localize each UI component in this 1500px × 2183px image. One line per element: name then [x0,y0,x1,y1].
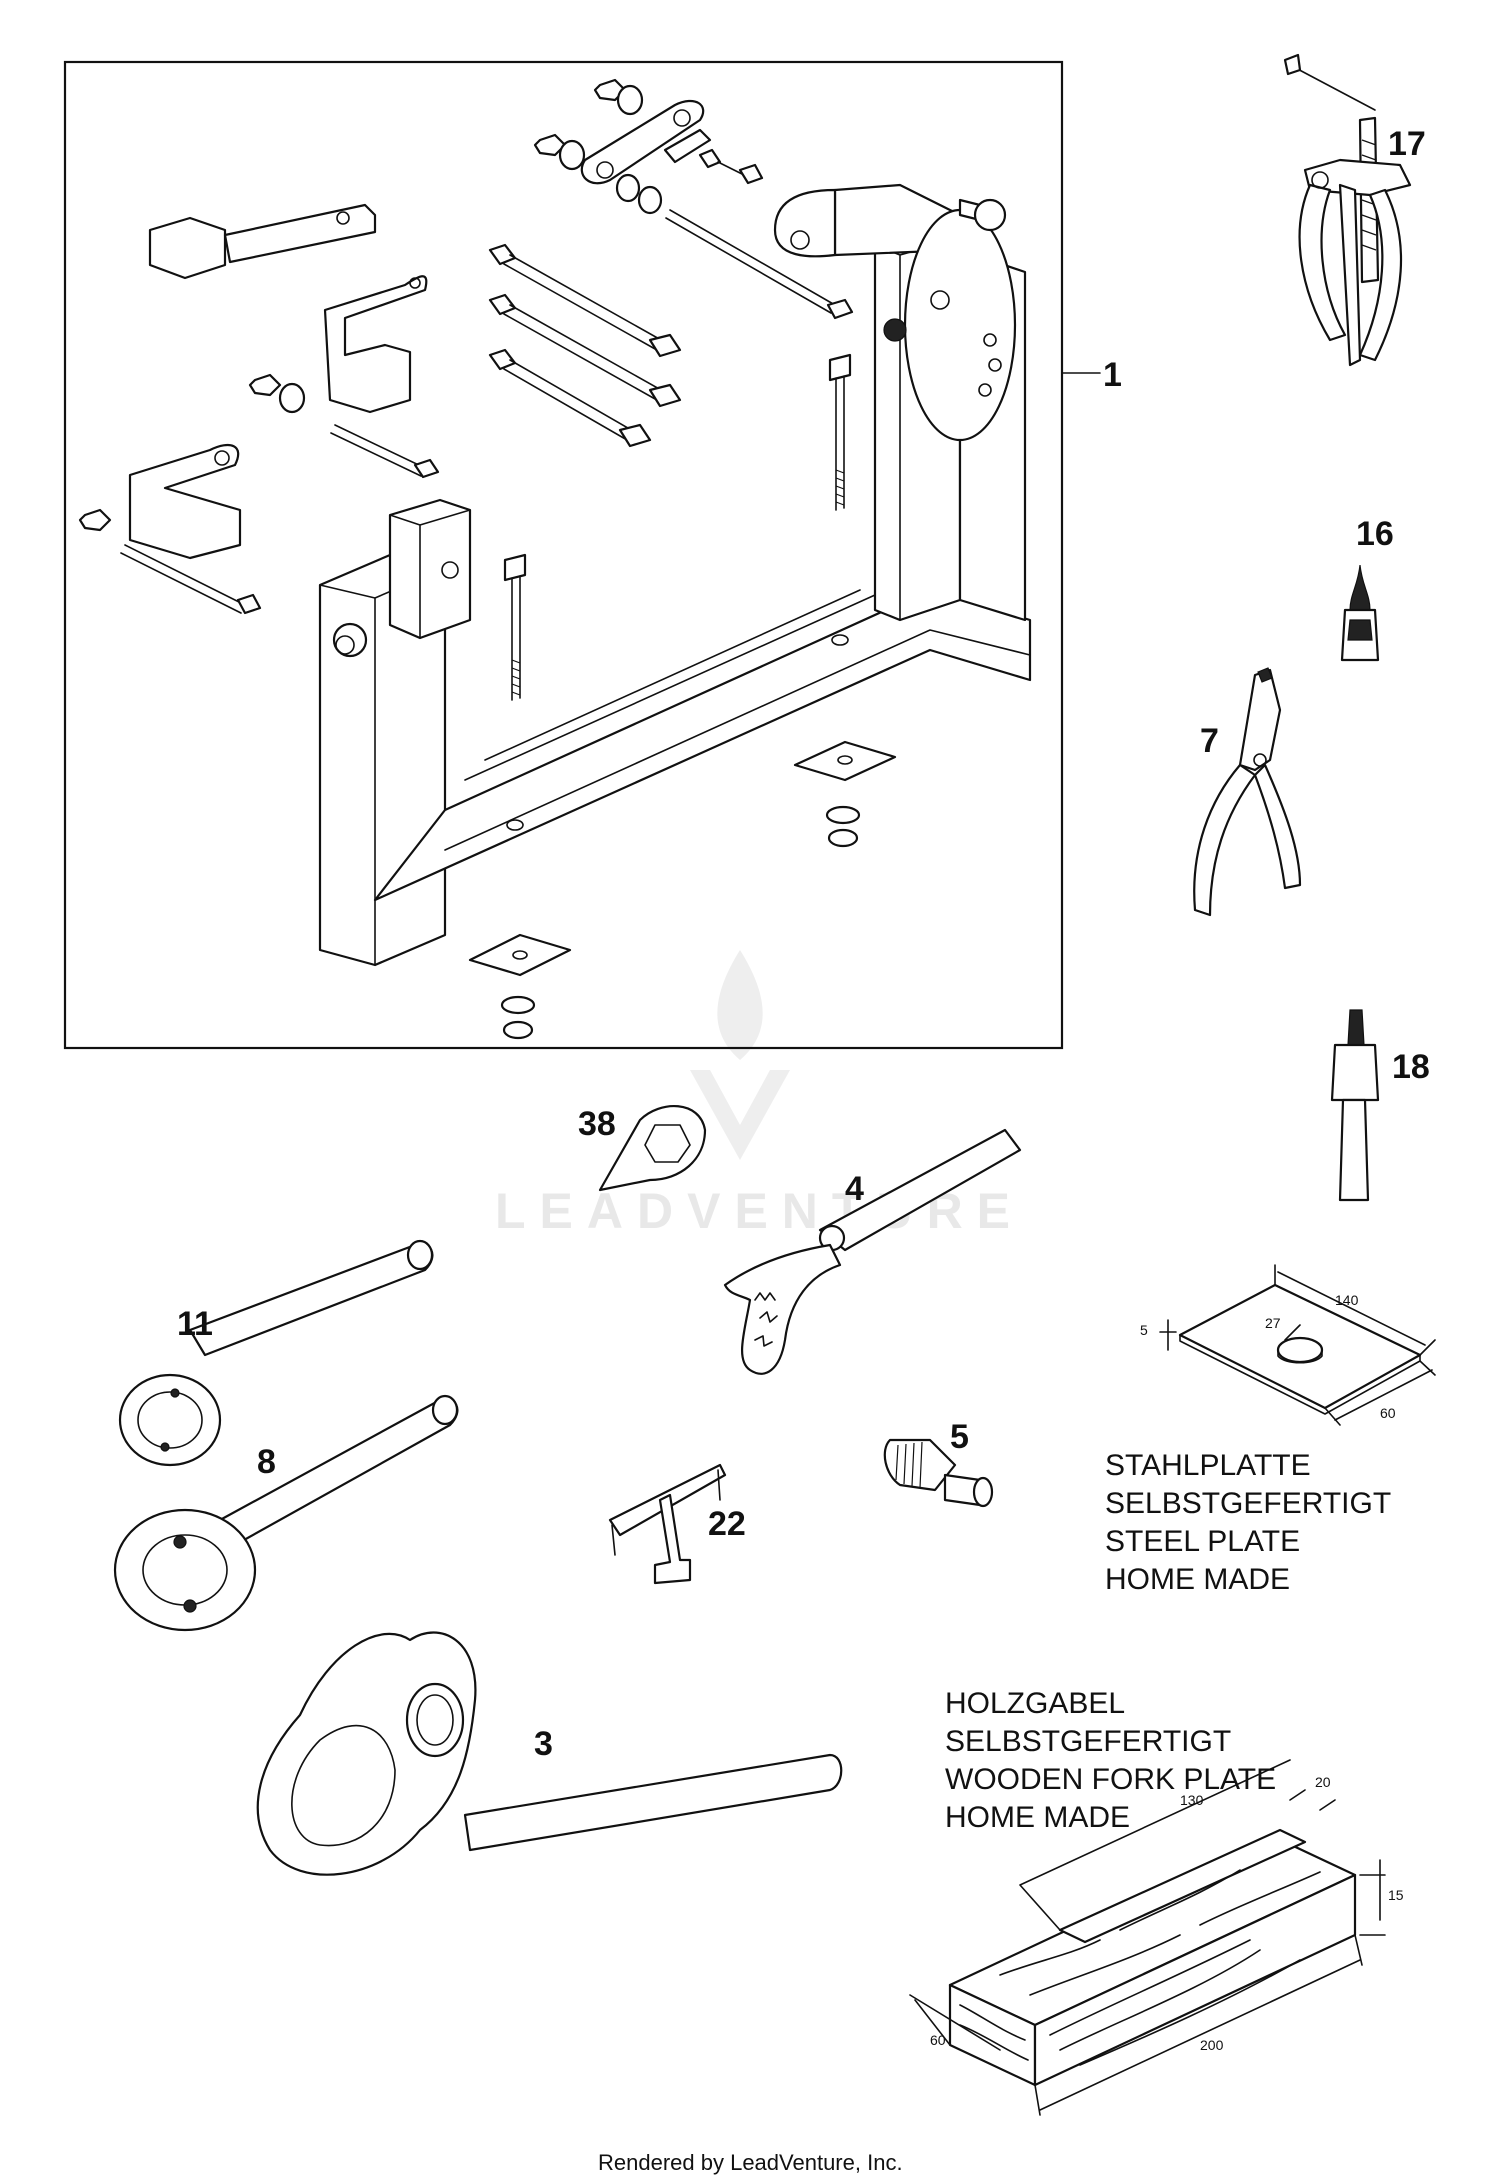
callout-5: 5 [950,1418,969,1456]
callout-8: 8 [257,1443,276,1481]
steel-plate-line-1: STAHLPLATTE [1105,1449,1311,1482]
wooden-fork-line-1: HOLZGABEL [945,1687,1125,1720]
callout-17: 17 [1388,125,1426,163]
callout-38: 38 [578,1105,616,1143]
part-16-thread-locker-bottle: 16 [1340,515,1394,662]
steel-plate-line-3: STEEL PLATE [1105,1525,1300,1558]
callout-7: 7 [1200,722,1219,760]
stand-nuts-washers [78,78,663,532]
watermark-logo: LEADVENTURE [495,950,1010,1239]
wooden-fork-line-4: HOME MADE [945,1801,1130,1834]
callout-22: 22 [708,1505,746,1543]
callout-1: 1 [1103,356,1122,394]
part-7-circlip-pliers: 7 [1193,667,1302,917]
wooden-fork-dim-length: 200 [1200,2037,1224,2053]
wooden-fork-line-2: SELBSTGEFERTIGT [945,1725,1231,1758]
stand-bolts [503,353,852,701]
stand-threaded-rods [120,148,854,615]
stand-feet [468,740,897,1040]
steel-plate-dim-thickness: 5 [1140,1322,1148,1338]
part-11-holding-wrench: 11 [118,1239,434,1467]
wooden-fork-drawing: 130 20 15 200 60 [909,1759,1404,2116]
stand-brackets [128,99,712,560]
part-5-adapter-bolt: 5 [883,1418,994,1508]
part-17-gear-puller: 17 [1283,53,1426,367]
steel-plate-note: STAHLPLATTE SELBSTGEFERTIGT STEEL PLATE … [1105,1449,1391,1596]
part-1-frame-box [63,60,1064,1050]
wooden-fork-dim-slot-width: 20 [1315,1774,1331,1790]
part-22-gauge-plate: 22 [608,1463,746,1585]
callout-4: 4 [845,1170,864,1208]
wooden-fork-dim-slot-length: 130 [1180,1792,1204,1808]
steel-plate-dim-length: 140 [1335,1292,1359,1308]
part-8-holding-wrench: 8 [113,1394,459,1632]
steel-plate-drawing: 5 140 27 60 [1140,1264,1436,1426]
part-1-engine-stand: 1 [63,60,1122,1050]
wooden-fork-line-3: WOODEN FORK PLATE [945,1763,1276,1796]
callout-11: 11 [177,1305,213,1343]
stand-frame [318,183,1032,967]
callout-16: 16 [1356,515,1394,553]
part-38-holding-tool: 38 [578,1105,707,1192]
wooden-fork-note: HOLZGABEL SELBSTGEFERTIGT WOODEN FORK PL… [945,1687,1276,1834]
steel-plate-line-2: SELBSTGEFERTIGT [1105,1487,1391,1520]
wooden-fork-dim-height: 15 [1388,1887,1404,1903]
part-18-slide-hammer: 18 [1330,1009,1430,1202]
wooden-fork-dim-width: 60 [930,2032,946,2048]
footer-credit: Rendered by LeadVenture, Inc. [598,2150,903,2175]
steel-plate-dim-hole: 27 [1265,1315,1281,1331]
steel-plate-line-4: HOME MADE [1105,1563,1290,1596]
callout-3: 3 [534,1725,553,1763]
steel-plate-dim-width: 60 [1380,1405,1396,1421]
callout-18: 18 [1392,1048,1430,1086]
part-3-clutch-holder: 3 [256,1631,843,1876]
part-4-hook-wrench: 4 [723,1128,1022,1375]
